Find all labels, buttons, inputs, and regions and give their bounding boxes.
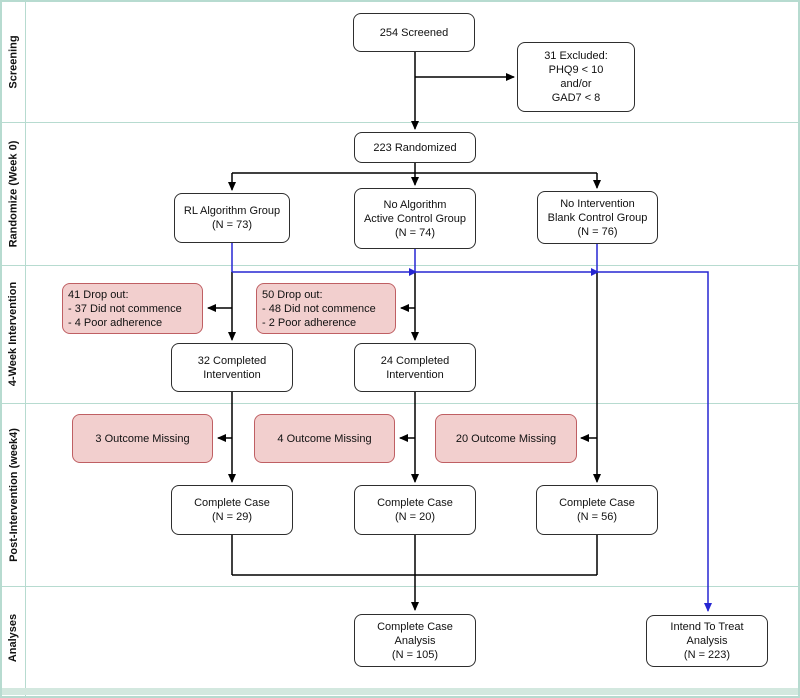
node-randomized: 223 Randomized: [354, 132, 476, 163]
node-complete-case-analysis: Complete Case Analysis (N = 105): [354, 614, 476, 667]
lane-label-intervention: 4-Week Intervention: [7, 281, 20, 387]
node-dropout-rl: 41 Drop out: - 37 Did not commence - 4 P…: [62, 283, 203, 334]
lane-label-analyses: Analyses: [7, 613, 20, 663]
lane-label-randomize: Randomize (Week 0): [7, 140, 20, 247]
lane-divider-2: [2, 265, 798, 266]
lane-divider-3: [2, 403, 798, 404]
lane-column-divider: [25, 2, 26, 696]
node-active-control-group: No Algorithm Active Control Group (N = 7…: [354, 188, 476, 249]
node-dropout-active: 50 Drop out: - 48 Did not commence - 2 P…: [256, 283, 396, 334]
lane-divider-1: [2, 122, 798, 123]
lane-divider-4: [2, 586, 798, 587]
node-outcome-missing-active: 4 Outcome Missing: [254, 414, 395, 463]
node-screened: 254 Screened: [353, 13, 475, 52]
node-itt-analysis: Intend To Treat Analysis (N = 223): [646, 615, 768, 667]
lane-label-screening: Screening: [7, 35, 20, 89]
node-excluded: 31 Excluded: PHQ9 < 10 and/or GAD7 < 8: [517, 42, 635, 112]
node-blank-control-group: No Intervention Blank Control Group (N =…: [537, 191, 658, 244]
node-complete-case-active: Complete Case (N = 20): [354, 485, 476, 535]
node-completed-rl: 32 Completed Intervention: [171, 343, 293, 392]
lane-label-post-intervention: Post-Intervention (week4): [7, 427, 20, 562]
node-outcome-missing-blank: 20 Outcome Missing: [435, 414, 577, 463]
node-complete-case-blank: Complete Case (N = 56): [536, 485, 658, 535]
node-complete-case-rl: Complete Case (N = 29): [171, 485, 293, 535]
bottom-accent-bar: [2, 688, 798, 695]
node-completed-active: 24 Completed Intervention: [354, 343, 476, 392]
node-rl-algorithm-group: RL Algorithm Group (N = 73): [174, 193, 290, 243]
node-outcome-missing-rl: 3 Outcome Missing: [72, 414, 213, 463]
